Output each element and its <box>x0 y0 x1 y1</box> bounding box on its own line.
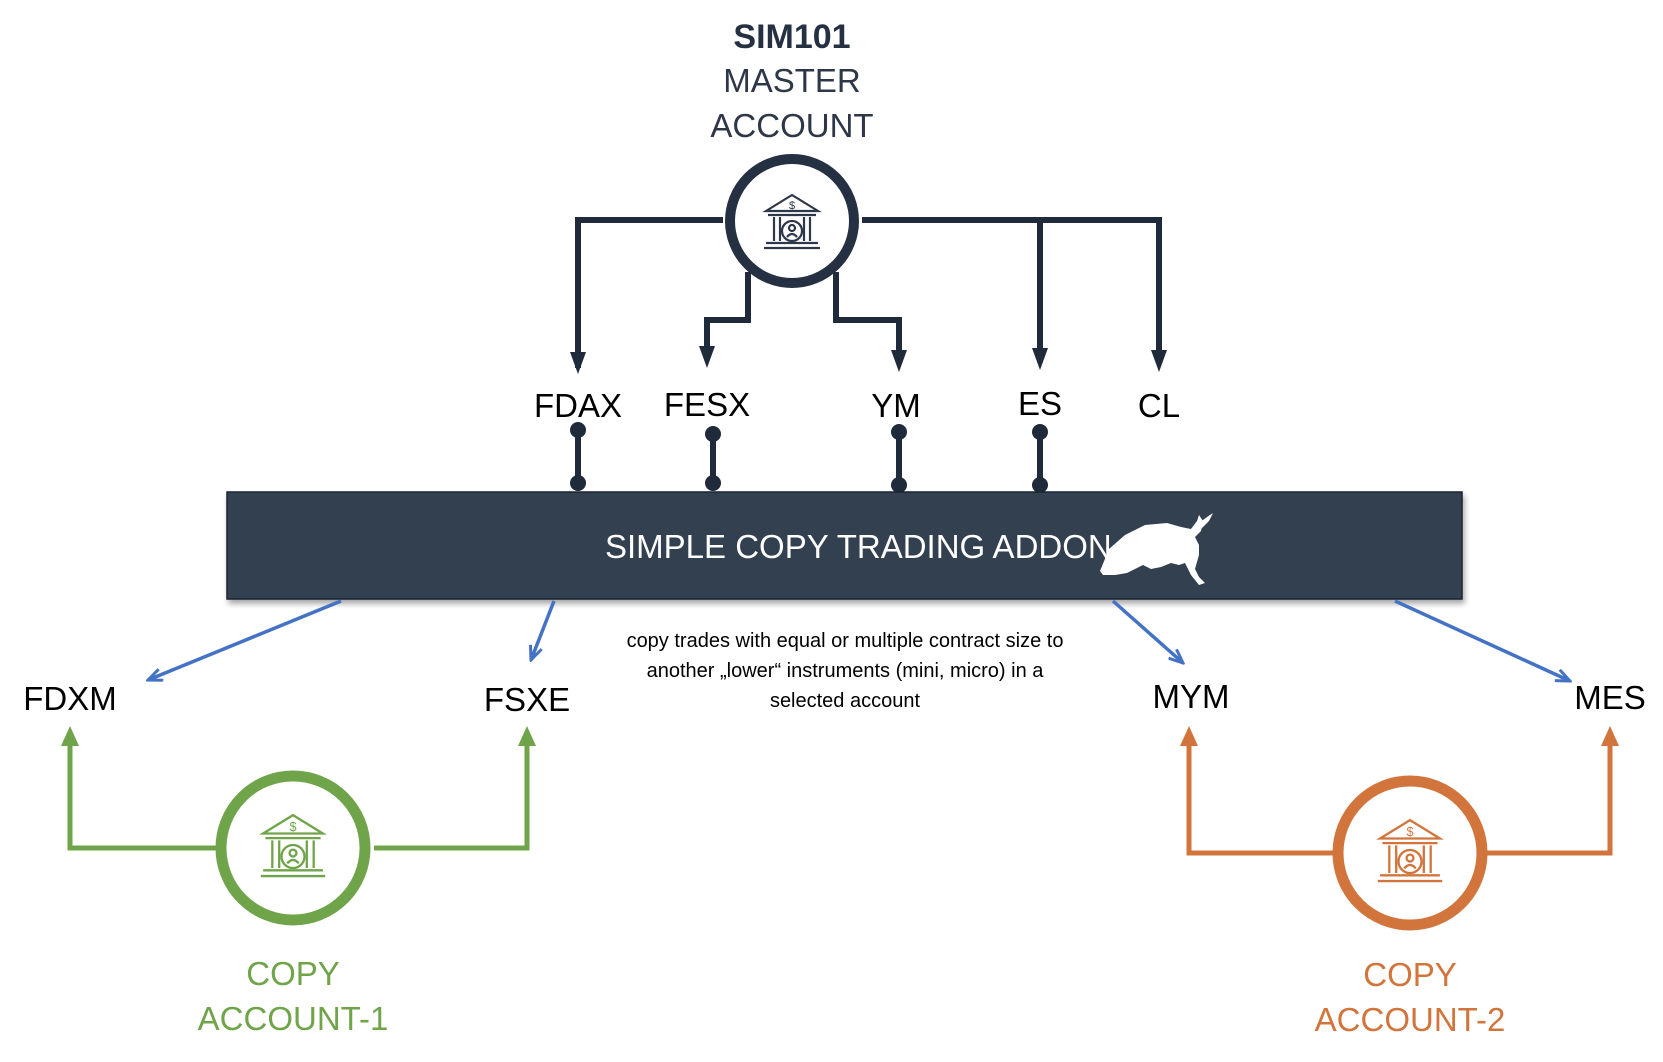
copy-account-1-label-line1: COPY <box>246 955 340 992</box>
connector-fsxe <box>374 738 530 851</box>
arrow-mym <box>1111 599 1183 663</box>
bank-account-icon: $ <box>762 193 822 250</box>
arrowhead-es <box>1032 348 1048 370</box>
arrow-fdxm <box>148 599 342 680</box>
copy-account-2-arrowheads <box>1180 726 1619 746</box>
arrow-fsxe <box>531 600 556 660</box>
addon-bar <box>226 491 1463 600</box>
master-arrowheads <box>570 346 1167 374</box>
pin-es <box>1032 424 1048 493</box>
instrument-label-mym: MYM <box>1152 678 1230 715</box>
master-connectors <box>575 217 1162 368</box>
master-account-node: $ <box>725 154 859 288</box>
svg-text:$: $ <box>289 820 296 834</box>
master-account-name: SIM101 <box>733 18 851 56</box>
addon-description-line2: another „lower“ instruments (mini, micro… <box>646 660 1044 682</box>
connector-fdax <box>575 217 723 368</box>
instrument-label-cl: CL <box>1137 387 1181 424</box>
copy-account-2-label-line2: ACCOUNT-2 <box>1314 1001 1506 1038</box>
arrowhead-fesx <box>699 346 715 368</box>
bull-icon <box>1100 513 1213 585</box>
arrowhead-fdax <box>570 352 586 374</box>
copy-account-2-label-line1: COPY <box>1363 956 1457 993</box>
connector-fesx <box>704 272 751 356</box>
arrowhead-fdxm <box>61 726 79 746</box>
pin-fesx <box>705 426 721 491</box>
connector-ym <box>833 272 902 356</box>
arrowhead-mym <box>1180 726 1198 746</box>
instrument-label-fsxe: FSXE <box>483 681 571 718</box>
pin-fdax <box>570 422 586 491</box>
copy-account-1-arrowheads <box>61 726 536 746</box>
copy-account-1-connectors <box>67 738 530 851</box>
instrument-label-es: ES <box>1017 385 1063 422</box>
pin-ym <box>891 424 907 493</box>
connector-mes <box>1487 738 1613 856</box>
svg-text:$: $ <box>789 200 795 212</box>
arrowhead-ym <box>891 350 907 372</box>
arrowhead-mes <box>1601 726 1619 746</box>
addon-label: SIMPLE COPY TRADING ADDON <box>605 528 1112 565</box>
connector-fdxm <box>67 738 218 851</box>
bank-account-icon: $ <box>259 813 327 878</box>
arrow-mes <box>1394 599 1570 683</box>
copy-account-1-label-line2: ACCOUNT-1 <box>197 1000 389 1037</box>
output-arrows <box>148 599 1570 683</box>
master-account-label-line1: MASTER <box>723 62 861 99</box>
copy-account-1-node: $ <box>215 770 371 926</box>
connector-es <box>862 217 1043 356</box>
master-account-label-line2: ACCOUNT <box>710 107 874 144</box>
instrument-pins <box>570 422 1048 493</box>
bank-account-icon: $ <box>1376 818 1444 883</box>
connector-mym <box>1186 738 1334 856</box>
svg-text:$: $ <box>1406 825 1413 839</box>
connector-cl <box>1040 217 1162 356</box>
instrument-label-fdxm: FDXM <box>23 680 117 717</box>
arrowhead-fsxe <box>518 726 536 746</box>
addon-description-line1: copy trades with equal or multiple contr… <box>626 630 1064 652</box>
instrument-label-fdax: FDAX <box>533 387 623 424</box>
instrument-label-mes: MES <box>1574 679 1646 716</box>
arrowhead-cl <box>1151 350 1167 372</box>
instrument-label-fesx: FESX <box>663 386 751 423</box>
copy-account-2-node: $ <box>1332 775 1488 931</box>
copy-account-2-connectors <box>1186 738 1613 856</box>
addon-description: copy trades with equal or multiple contr… <box>585 626 1105 716</box>
addon-description-line3: selected account <box>769 690 921 712</box>
instrument-label-ym: YM <box>871 387 921 424</box>
